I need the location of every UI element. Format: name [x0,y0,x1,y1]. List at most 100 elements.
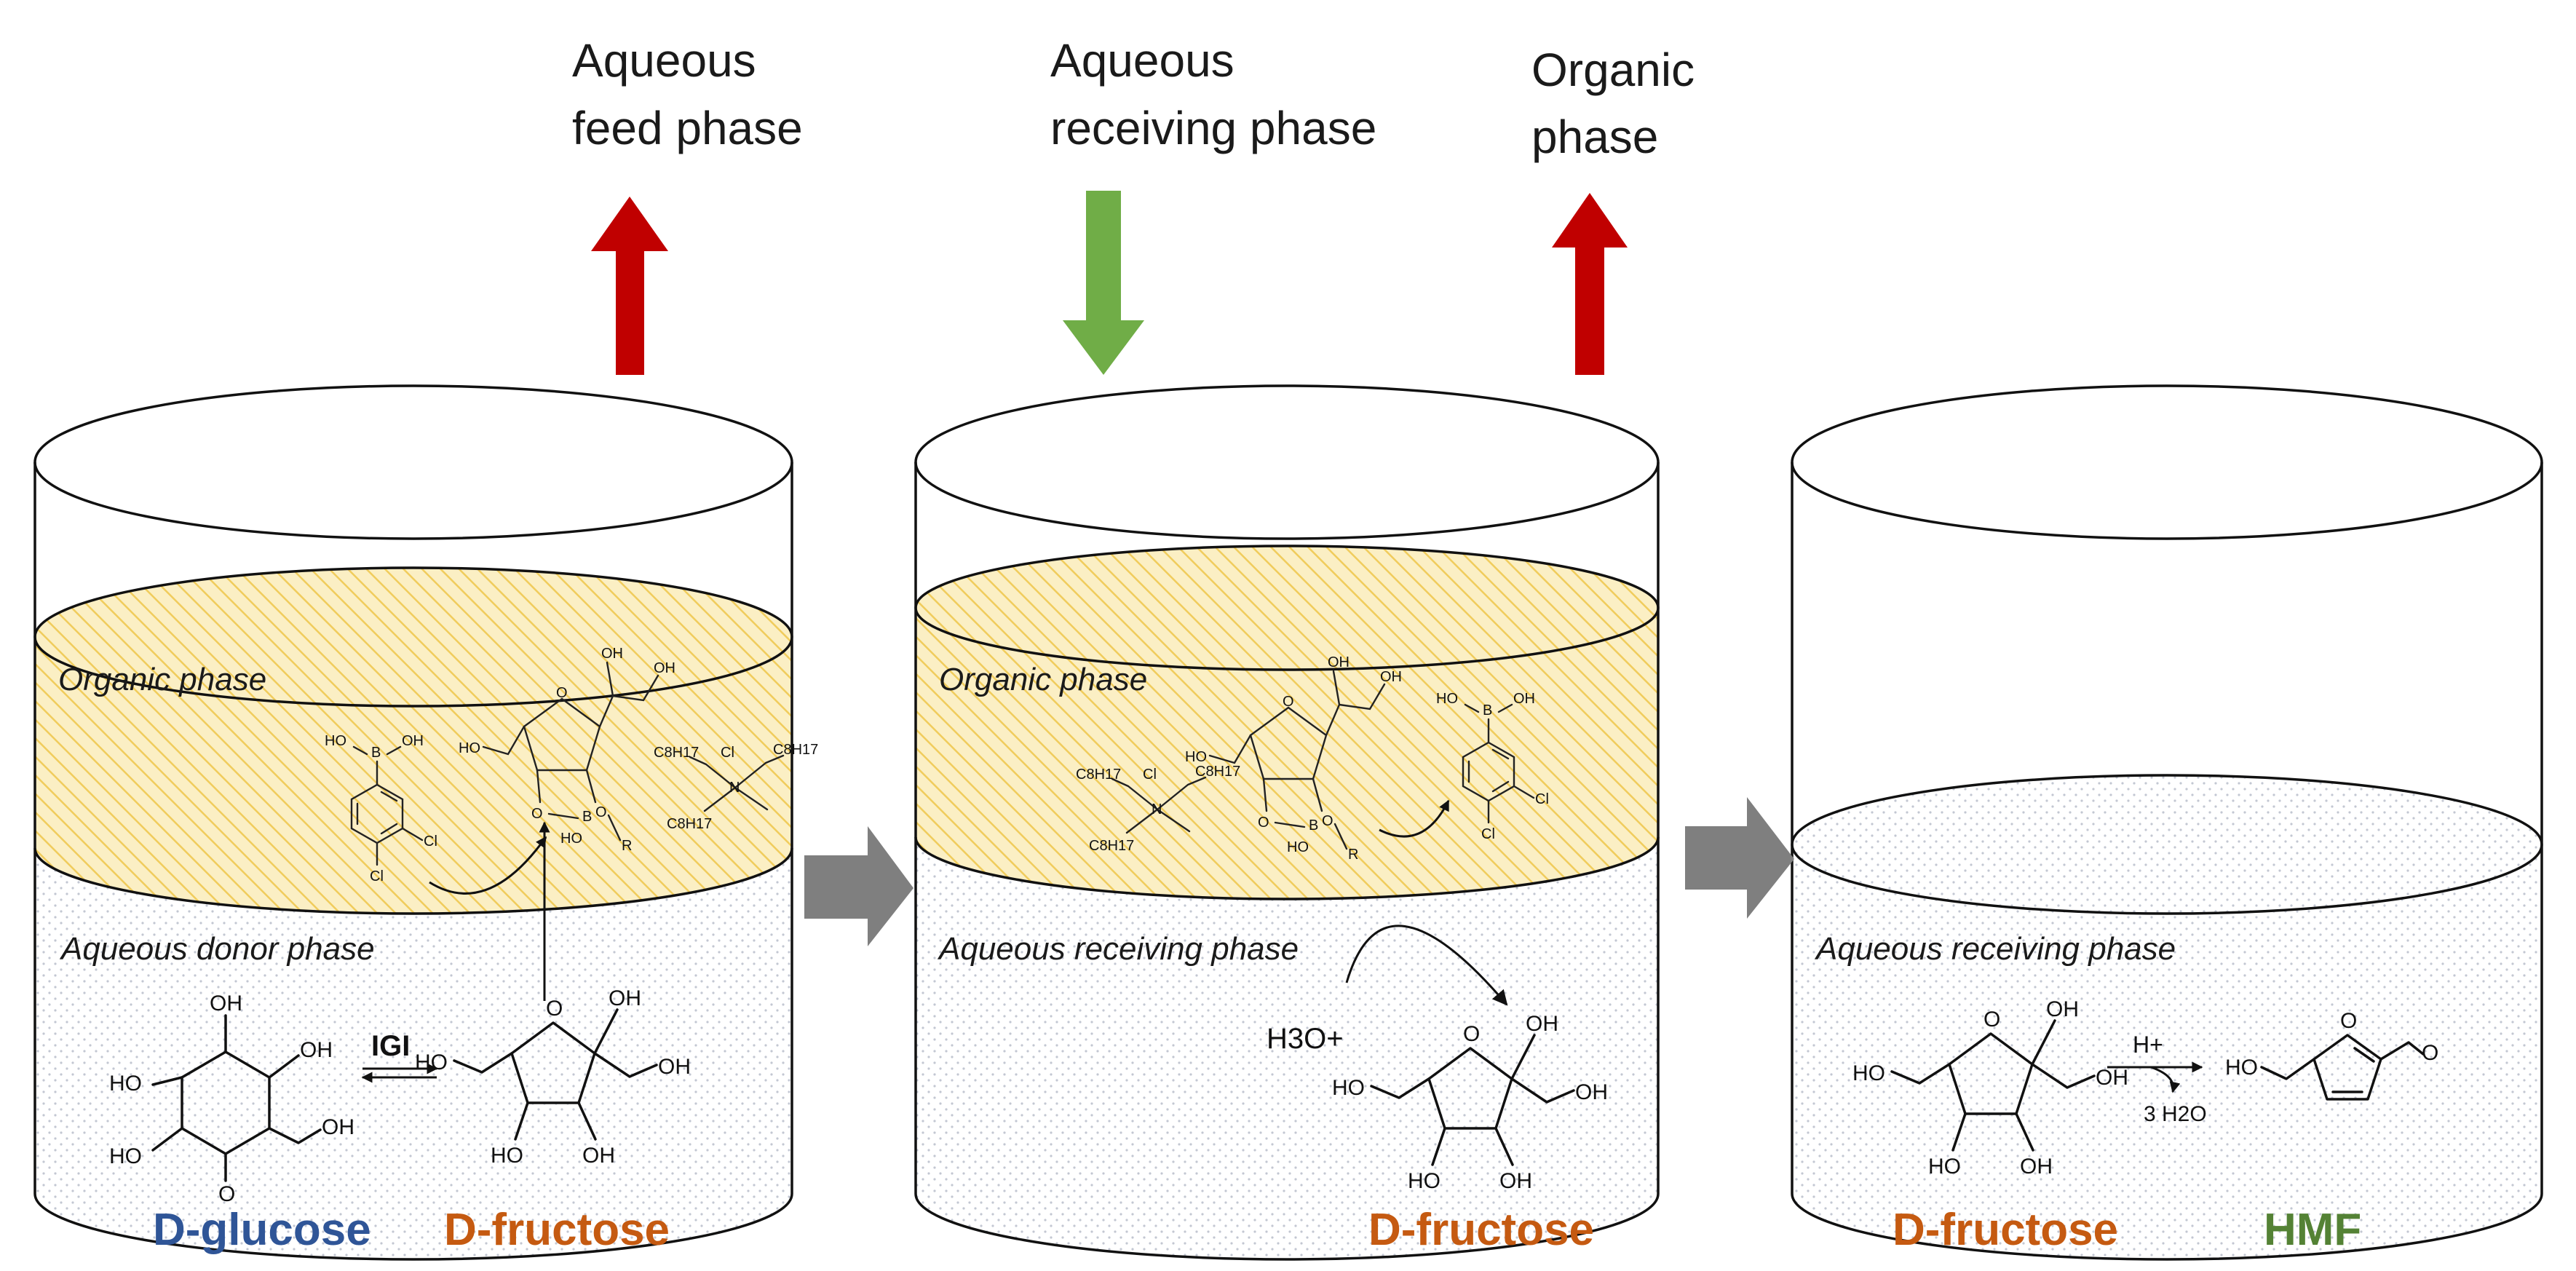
svg-text:Cl: Cl [1535,791,1549,807]
svg-text:OH: OH [582,1144,615,1168]
svg-text:OH: OH [1328,654,1350,670]
hydrolysis-arrow [1345,924,1508,1006]
hmf-molecule: O O HO [2225,1009,2438,1101]
svg-text:OH: OH [1575,1080,1608,1104]
hmf-name: HMF [2264,1205,2361,1255]
svg-text:N: N [1152,801,1162,817]
glucose-molecule: OH OH HO HO O OH [109,991,354,1206]
svg-text:Cl: Cl [370,868,384,884]
svg-text:HO: HO [560,831,582,847]
svg-text:O: O [1283,694,1294,710]
svg-text:D-fructose: D-fructose [1893,1205,2118,1255]
svg-text:OH: OH [1513,691,1535,707]
receiving-phase-in-arrow [1063,191,1144,375]
svg-text:OH: OH [322,1115,354,1139]
vessel-2-aqueous-layer [916,837,1658,1259]
svg-text:C8H17: C8H17 [1076,767,1121,783]
svg-text:HO: HO [325,733,346,749]
water-label: 3 H2O [2144,1102,2207,1126]
svg-text:O: O [1463,1022,1480,1046]
svg-text:HO: HO [1287,839,1309,855]
svg-text:O: O [595,804,607,820]
svg-text:HO: HO [1436,691,1458,707]
vessel-1-interface [33,847,793,915]
svg-text:OH: OH [402,733,424,749]
svg-text:Cl: Cl [721,745,734,761]
svg-text:O: O [1322,813,1333,829]
fructose-molecule-2: O OH OH HO HO OH [1332,1012,1608,1193]
svg-text:D-fructose: D-fructose [1368,1205,1594,1255]
svg-text:HMF: HMF [2264,1205,2361,1255]
fructose-name-2: D-fructose [1368,1205,1594,1255]
svg-text:N: N [729,780,740,796]
svg-text:Cl: Cl [424,834,437,850]
fructose-boronate-ester: O OH OH HO O B O HO R [459,646,675,854]
svg-text:HO: HO [415,1050,448,1074]
glucose-name: D-glucose [153,1205,371,1255]
svg-text:Cl: Cl [1481,826,1495,842]
svg-text:OH: OH [654,660,675,676]
svg-text:Aqueous: Aqueous [1050,34,1235,87]
svg-text:C8H17: C8H17 [773,742,818,758]
transfer-arrow-2 [1685,797,1794,919]
svg-text:HO: HO [1928,1155,1961,1179]
fructose-boronate-ester-2: O OH OH HO O B O HO R [1185,654,1402,863]
svg-text:HO: HO [1185,749,1207,765]
svg-text:OH: OH [609,986,641,1010]
svg-text:OH: OH [2046,997,2079,1021]
vessel-1-organic-layer [35,568,792,914]
svg-text:R: R [1348,847,1358,863]
svg-text:C8H17: C8H17 [1195,764,1240,780]
complexation-arrow [429,836,547,895]
svg-text:OH: OH [210,991,242,1015]
catalyst-label: H+ [2133,1032,2163,1058]
svg-text:phase: phase [1531,111,1658,163]
svg-text:HO: HO [1852,1061,1885,1085]
svg-text:O: O [556,685,568,701]
svg-text:OH: OH [1499,1169,1532,1193]
acid-label: H3O+ [1267,1023,1344,1055]
svg-text:HO: HO [459,740,480,756]
svg-text:C8H17: C8H17 [1089,838,1134,854]
svg-text:O: O [531,806,543,822]
svg-text:D-glucose: D-glucose [153,1205,371,1255]
organic-phase-out-arrow [1552,193,1628,375]
svg-text:O: O [546,997,563,1021]
aliquat-molecule-2: N Cl C8H17 C8H17 C8H17 [1076,764,1240,854]
svg-text:HO: HO [1332,1076,1365,1100]
svg-text:C8H17: C8H17 [654,745,699,761]
fructose-name-3: D-fructose [1893,1205,2118,1255]
svg-text:OH: OH [601,646,623,662]
boronic-acid-molecule-2: B HO OH Cl Cl [1436,691,1549,842]
vessel-1: Organic phase Aqueous donor phase B HO O… [33,384,818,1261]
organic-phase-label: Organic phase [1531,44,1695,163]
fructose-molecule-1: O OH OH HO HO OH [415,986,691,1168]
vessel-3: Aqueous receiving phase O OH OH HO HO OH… [1791,384,2543,1261]
boronic-acid-molecule: B HO OH Cl Cl [325,733,437,884]
svg-text:B: B [1309,817,1318,834]
vessel-3-rim [1791,384,2543,540]
svg-text:D-fructose: D-fructose [444,1205,670,1255]
water-loss-arrow [2150,1066,2181,1093]
enzyme-label: IGI [371,1030,410,1062]
svg-text:O: O [1258,815,1269,831]
aqueous-feed-label: Aqueous feed phase [572,34,803,154]
vessel-2: Organic phase Aqueous receiving phase N … [914,384,1660,1261]
svg-text:OH: OH [1380,669,1402,685]
svg-text:B: B [1483,702,1492,718]
svg-text:OH: OH [2096,1066,2128,1090]
vessel-1-rim [33,384,793,540]
fructose-name-1: D-fructose [444,1205,670,1255]
vessel-1-wall [33,462,793,1261]
svg-text:Cl: Cl [1143,767,1157,783]
aqueous-receiving-label: Aqueous receiving phase [1050,34,1376,154]
vessel-2-rim [914,384,1660,540]
svg-text:B: B [582,809,592,825]
vessel-3-aqueous-label: Aqueous receiving phase [1814,931,2176,967]
svg-text:O: O [2340,1009,2357,1033]
feed-phase-out-arrow [591,197,668,375]
svg-text:HO: HO [1408,1169,1440,1193]
svg-text:HO: HO [109,1144,142,1168]
svg-text:feed phase: feed phase [572,102,803,154]
